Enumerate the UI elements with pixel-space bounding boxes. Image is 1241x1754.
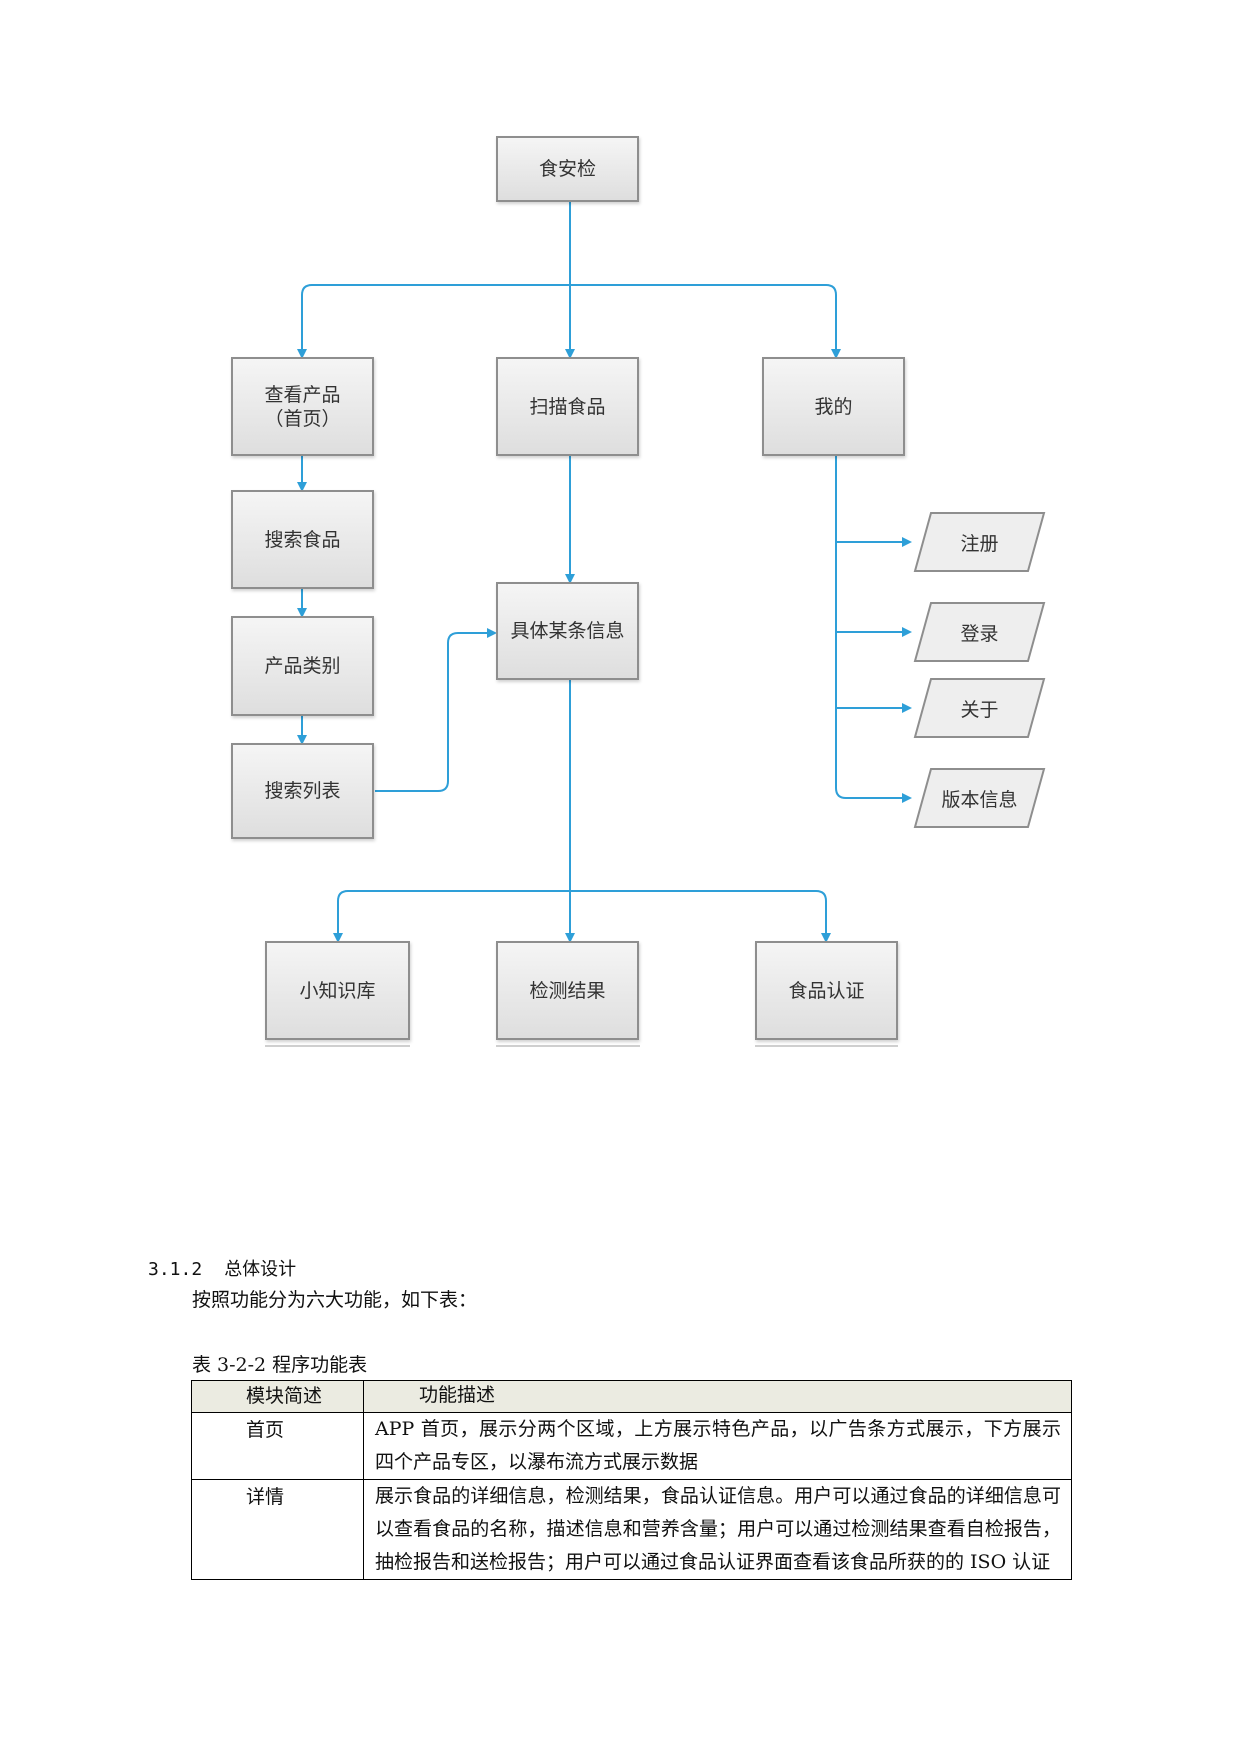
search-list-label: 搜索列表: [264, 780, 341, 802]
row-module: 首页: [191, 1412, 364, 1480]
search-food-label: 搜索食品: [264, 528, 341, 551]
about-label: 关于: [960, 698, 999, 721]
connector-knowledge: [333, 890, 570, 943]
row-description: APP 首页，展示分两个区域，上方展示特色产品，以广告条方式展示，下方展示四个产…: [363, 1412, 1072, 1480]
scan-node: 扫描食品: [496, 357, 639, 456]
mine-label: 我的: [814, 395, 853, 418]
section-intro: 按照功能分为六大功能，如下表：: [192, 1289, 478, 1311]
table-row: 详情 展示食品的详细信息，检测结果，食品认证信息。用户可以通过食品的详细信息可以…: [191, 1479, 1072, 1580]
search-list-node: 搜索列表: [231, 743, 374, 839]
knowledge-node: 小知识库: [265, 941, 410, 1040]
table-caption: 表 3-2-2 程序功能表: [192, 1354, 368, 1376]
section-heading: 3.1.2 总体设计: [148, 1255, 296, 1281]
certification-label: 食品认证: [788, 979, 865, 1002]
category-label: 产品类别: [264, 655, 341, 677]
connector-list-detail: [375, 628, 497, 792]
parallelograms: [913, 512, 1046, 828]
detail-label: 具体某条信息: [510, 620, 625, 642]
version-shape: [913, 768, 1046, 828]
connector-mine: [570, 284, 841, 359]
connector-cert: [570, 890, 831, 943]
login-label: 登录: [960, 622, 999, 645]
about-shape: [913, 678, 1046, 738]
knowledge-label: 小知识库: [299, 979, 376, 1002]
root-node: 食安检: [496, 136, 639, 202]
table-header-row: 模块简述 功能描述: [191, 1380, 1072, 1413]
certification-node: 食品认证: [755, 941, 898, 1040]
search-food-node: 搜索食品: [231, 490, 374, 589]
home-label: 查看产品 （首页）: [264, 383, 341, 430]
mine-node: 我的: [762, 357, 905, 456]
system-structure-diagram: [265, 202, 1046, 1047]
scan-label: 扫描食品: [529, 395, 606, 418]
login-node: 登录: [921, 603, 1038, 661]
root-label: 食安检: [538, 158, 596, 180]
connector-mine-trunk: [835, 456, 847, 799]
register-shape: [913, 512, 1046, 572]
register-node: 注册: [921, 513, 1038, 571]
category-node: 产品类别: [231, 616, 374, 716]
row-module: 详情: [191, 1479, 364, 1580]
header-function: 功能描述: [363, 1380, 1072, 1413]
test-result-node: 检测结果: [496, 941, 639, 1040]
home-node: 查看产品 （首页）: [231, 357, 374, 456]
version-label: 版本信息: [941, 788, 1018, 811]
row-description: 展示食品的详细信息，检测结果，食品认证信息。用户可以通过食品的详细信息可以查看食…: [363, 1479, 1072, 1580]
detail-node: 具体某条信息: [496, 582, 639, 680]
connector-home: [297, 284, 570, 359]
test-result-label: 检测结果: [529, 979, 606, 1002]
function-table: 模块简述 功能描述 首页 APP 首页，展示分两个区域，上方展示特色产品，以广告…: [191, 1380, 1072, 1580]
register-label: 注册: [960, 532, 999, 555]
connectors: [297, 202, 912, 943]
table-row: 首页 APP 首页，展示分两个区域，上方展示特色产品，以广告条方式展示，下方展示…: [191, 1412, 1072, 1480]
section-number: 3.1.2: [148, 1259, 203, 1280]
section-title: 总体设计: [224, 1259, 297, 1280]
header-module: 模块简述: [191, 1380, 364, 1413]
about-node: 关于: [921, 679, 1038, 737]
version-node: 版本信息: [921, 769, 1038, 827]
login-shape: [913, 602, 1046, 662]
